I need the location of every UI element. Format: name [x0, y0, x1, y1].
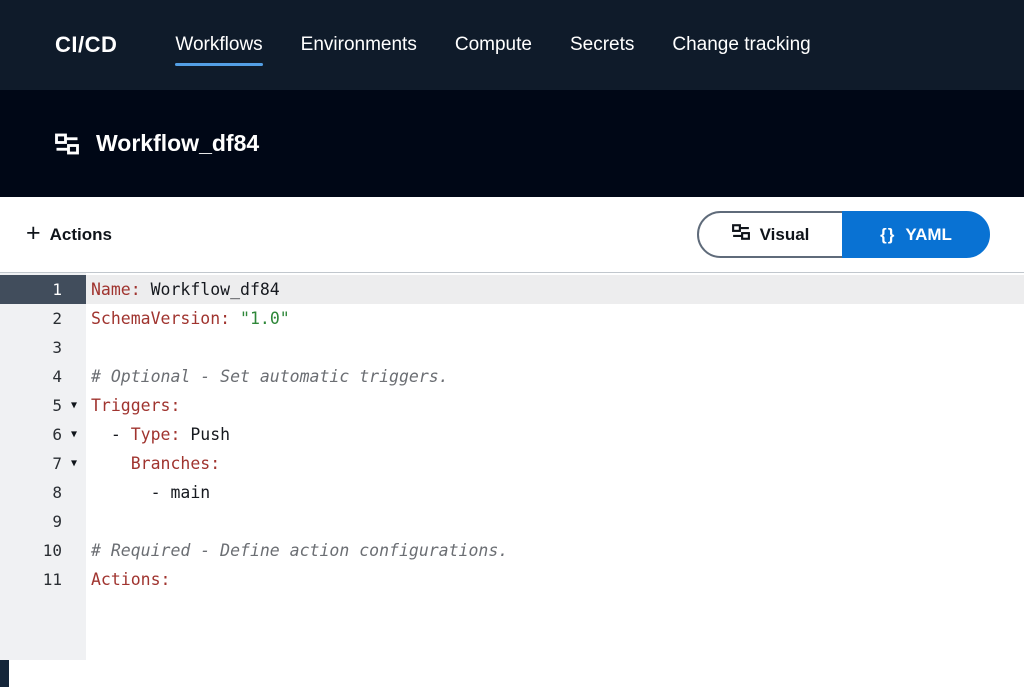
code-line[interactable]: 11 Actions: — [0, 565, 1024, 594]
code-line-text[interactable]: Name: Workflow_df84 — [91, 280, 280, 299]
line-number: 3 — [52, 338, 62, 357]
code-line[interactable]: 10 # Required - Define action configurati… — [0, 536, 1024, 565]
editor-toolbar: + Actions Visual {} YAML — [0, 197, 1024, 272]
line-gutter[interactable]: 9 — [0, 507, 86, 536]
view-toggle: Visual {} YAML — [697, 211, 990, 258]
code-line[interactable]: 2 SchemaVersion: "1.0" — [0, 304, 1024, 333]
fold-toggle-icon[interactable]: ▼ — [70, 429, 78, 440]
code-line-text[interactable]: SchemaVersion: "1.0" — [91, 309, 290, 328]
curly-braces-icon: {} — [880, 224, 896, 244]
page-title: Workflow_df84 — [96, 130, 260, 156]
panel-edge — [0, 660, 9, 687]
line-number: 2 — [52, 309, 62, 328]
visual-view-label: Visual — [759, 224, 810, 244]
line-number: 10 — [42, 541, 62, 560]
code-line-text[interactable]: # Optional - Set automatic triggers. — [91, 367, 449, 386]
nav-item-environments[interactable]: Environments — [300, 34, 417, 55]
fold-toggle-icon[interactable]: ▼ — [70, 400, 78, 411]
code-line-text[interactable]: - main — [91, 483, 211, 502]
code-line[interactable]: 5▼Triggers: — [0, 391, 1024, 420]
line-gutter[interactable]: 1 — [0, 275, 86, 304]
code-lines: 1 Name: Workflow_df84 2 SchemaVersion: "1.0… — [0, 273, 1024, 594]
code-line[interactable]: 7▼ Branches: — [0, 449, 1024, 478]
code-line[interactable]: 3 — [0, 333, 1024, 362]
brand-logo[interactable]: CI/CD — [55, 32, 118, 57]
fold-toggle-icon[interactable]: ▼ — [70, 458, 78, 469]
line-number: 1 — [52, 280, 62, 299]
code-line-text[interactable]: Branches: — [130, 454, 221, 473]
line-gutter[interactable]: 11 — [0, 565, 86, 594]
yaml-view-button[interactable]: {} YAML — [842, 211, 990, 258]
nav-item-workflows[interactable]: Workflows — [175, 34, 263, 66]
top-nav-menu: Workflows Environments Compute Secrets Chang… — [175, 34, 811, 66]
plus-icon: + — [26, 218, 41, 247]
line-gutter[interactable]: 6▼ — [0, 420, 86, 449]
yaml-view-label: YAML — [905, 224, 952, 244]
nav-item-change-tracking[interactable]: Change tracking — [672, 34, 811, 55]
visual-view-button[interactable]: Visual — [697, 211, 844, 258]
actions-button-label: Actions — [49, 224, 112, 244]
code-line[interactable]: 9 — [0, 507, 1024, 536]
code-line-text[interactable]: Actions: — [91, 570, 171, 589]
code-line-text[interactable]: Triggers: — [91, 396, 181, 415]
code-line[interactable]: 4 # Optional - Set automatic triggers. — [0, 362, 1024, 391]
line-gutter[interactable]: 4 — [0, 362, 86, 391]
line-number: 7 — [52, 454, 62, 473]
line-gutter[interactable]: 7▼ — [0, 449, 86, 478]
top-navigation: CI/CD Workflows Environments Compute Secret… — [0, 0, 1024, 90]
nav-item-secrets[interactable]: Secrets — [569, 34, 635, 55]
page-header: Workflow_df84 — [0, 90, 1024, 197]
nav-item-compute[interactable]: Compute — [454, 34, 532, 55]
yaml-code-editor[interactable]: 1 Name: Workflow_df84 2 SchemaVersion: "1.0… — [0, 272, 1024, 687]
line-number: 9 — [52, 512, 62, 531]
code-line-text[interactable]: - Type: Push — [91, 425, 231, 444]
code-line[interactable]: 1 Name: Workflow_df84 — [0, 275, 1024, 304]
line-gutter[interactable]: 8 — [0, 478, 86, 507]
code-line[interactable]: 8 - main — [0, 478, 1024, 507]
line-number: 6 — [52, 425, 62, 444]
line-gutter[interactable]: 2 — [0, 304, 86, 333]
actions-button[interactable]: + Actions — [20, 218, 118, 247]
workflow-icon — [731, 223, 750, 246]
line-gutter[interactable]: 3 — [0, 333, 86, 362]
line-number: 11 — [42, 570, 62, 589]
workflow-icon — [55, 132, 79, 156]
line-number: 5 — [52, 396, 62, 415]
line-gutter[interactable]: 5▼ — [0, 391, 86, 420]
line-number: 8 — [52, 483, 62, 502]
code-line[interactable]: 6▼ - Type: Push — [0, 420, 1024, 449]
code-line-text[interactable]: # Required - Define action configuration… — [91, 541, 509, 560]
line-number: 4 — [52, 367, 62, 386]
line-gutter[interactable]: 10 — [0, 536, 86, 565]
